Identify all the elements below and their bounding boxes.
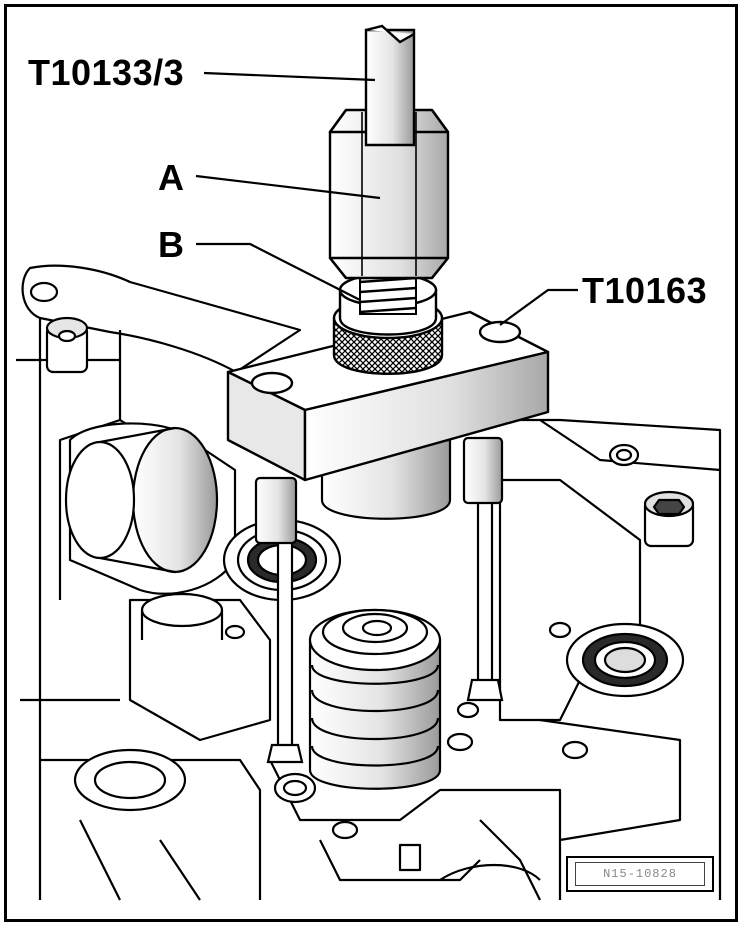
leader-lines bbox=[195, 71, 578, 326]
label-puller: T10163 bbox=[582, 270, 708, 311]
puller-rods bbox=[254, 436, 504, 764]
valve-spring bbox=[308, 608, 442, 790]
figure-code-box: N15-10828 bbox=[566, 856, 714, 892]
label-part-a: A bbox=[158, 157, 185, 198]
label-spindle: T10133/3 bbox=[28, 52, 185, 93]
label-part-b: B bbox=[158, 224, 185, 265]
figure-code: N15-10828 bbox=[575, 862, 705, 886]
spindle-T10133-3 bbox=[364, 24, 416, 147]
